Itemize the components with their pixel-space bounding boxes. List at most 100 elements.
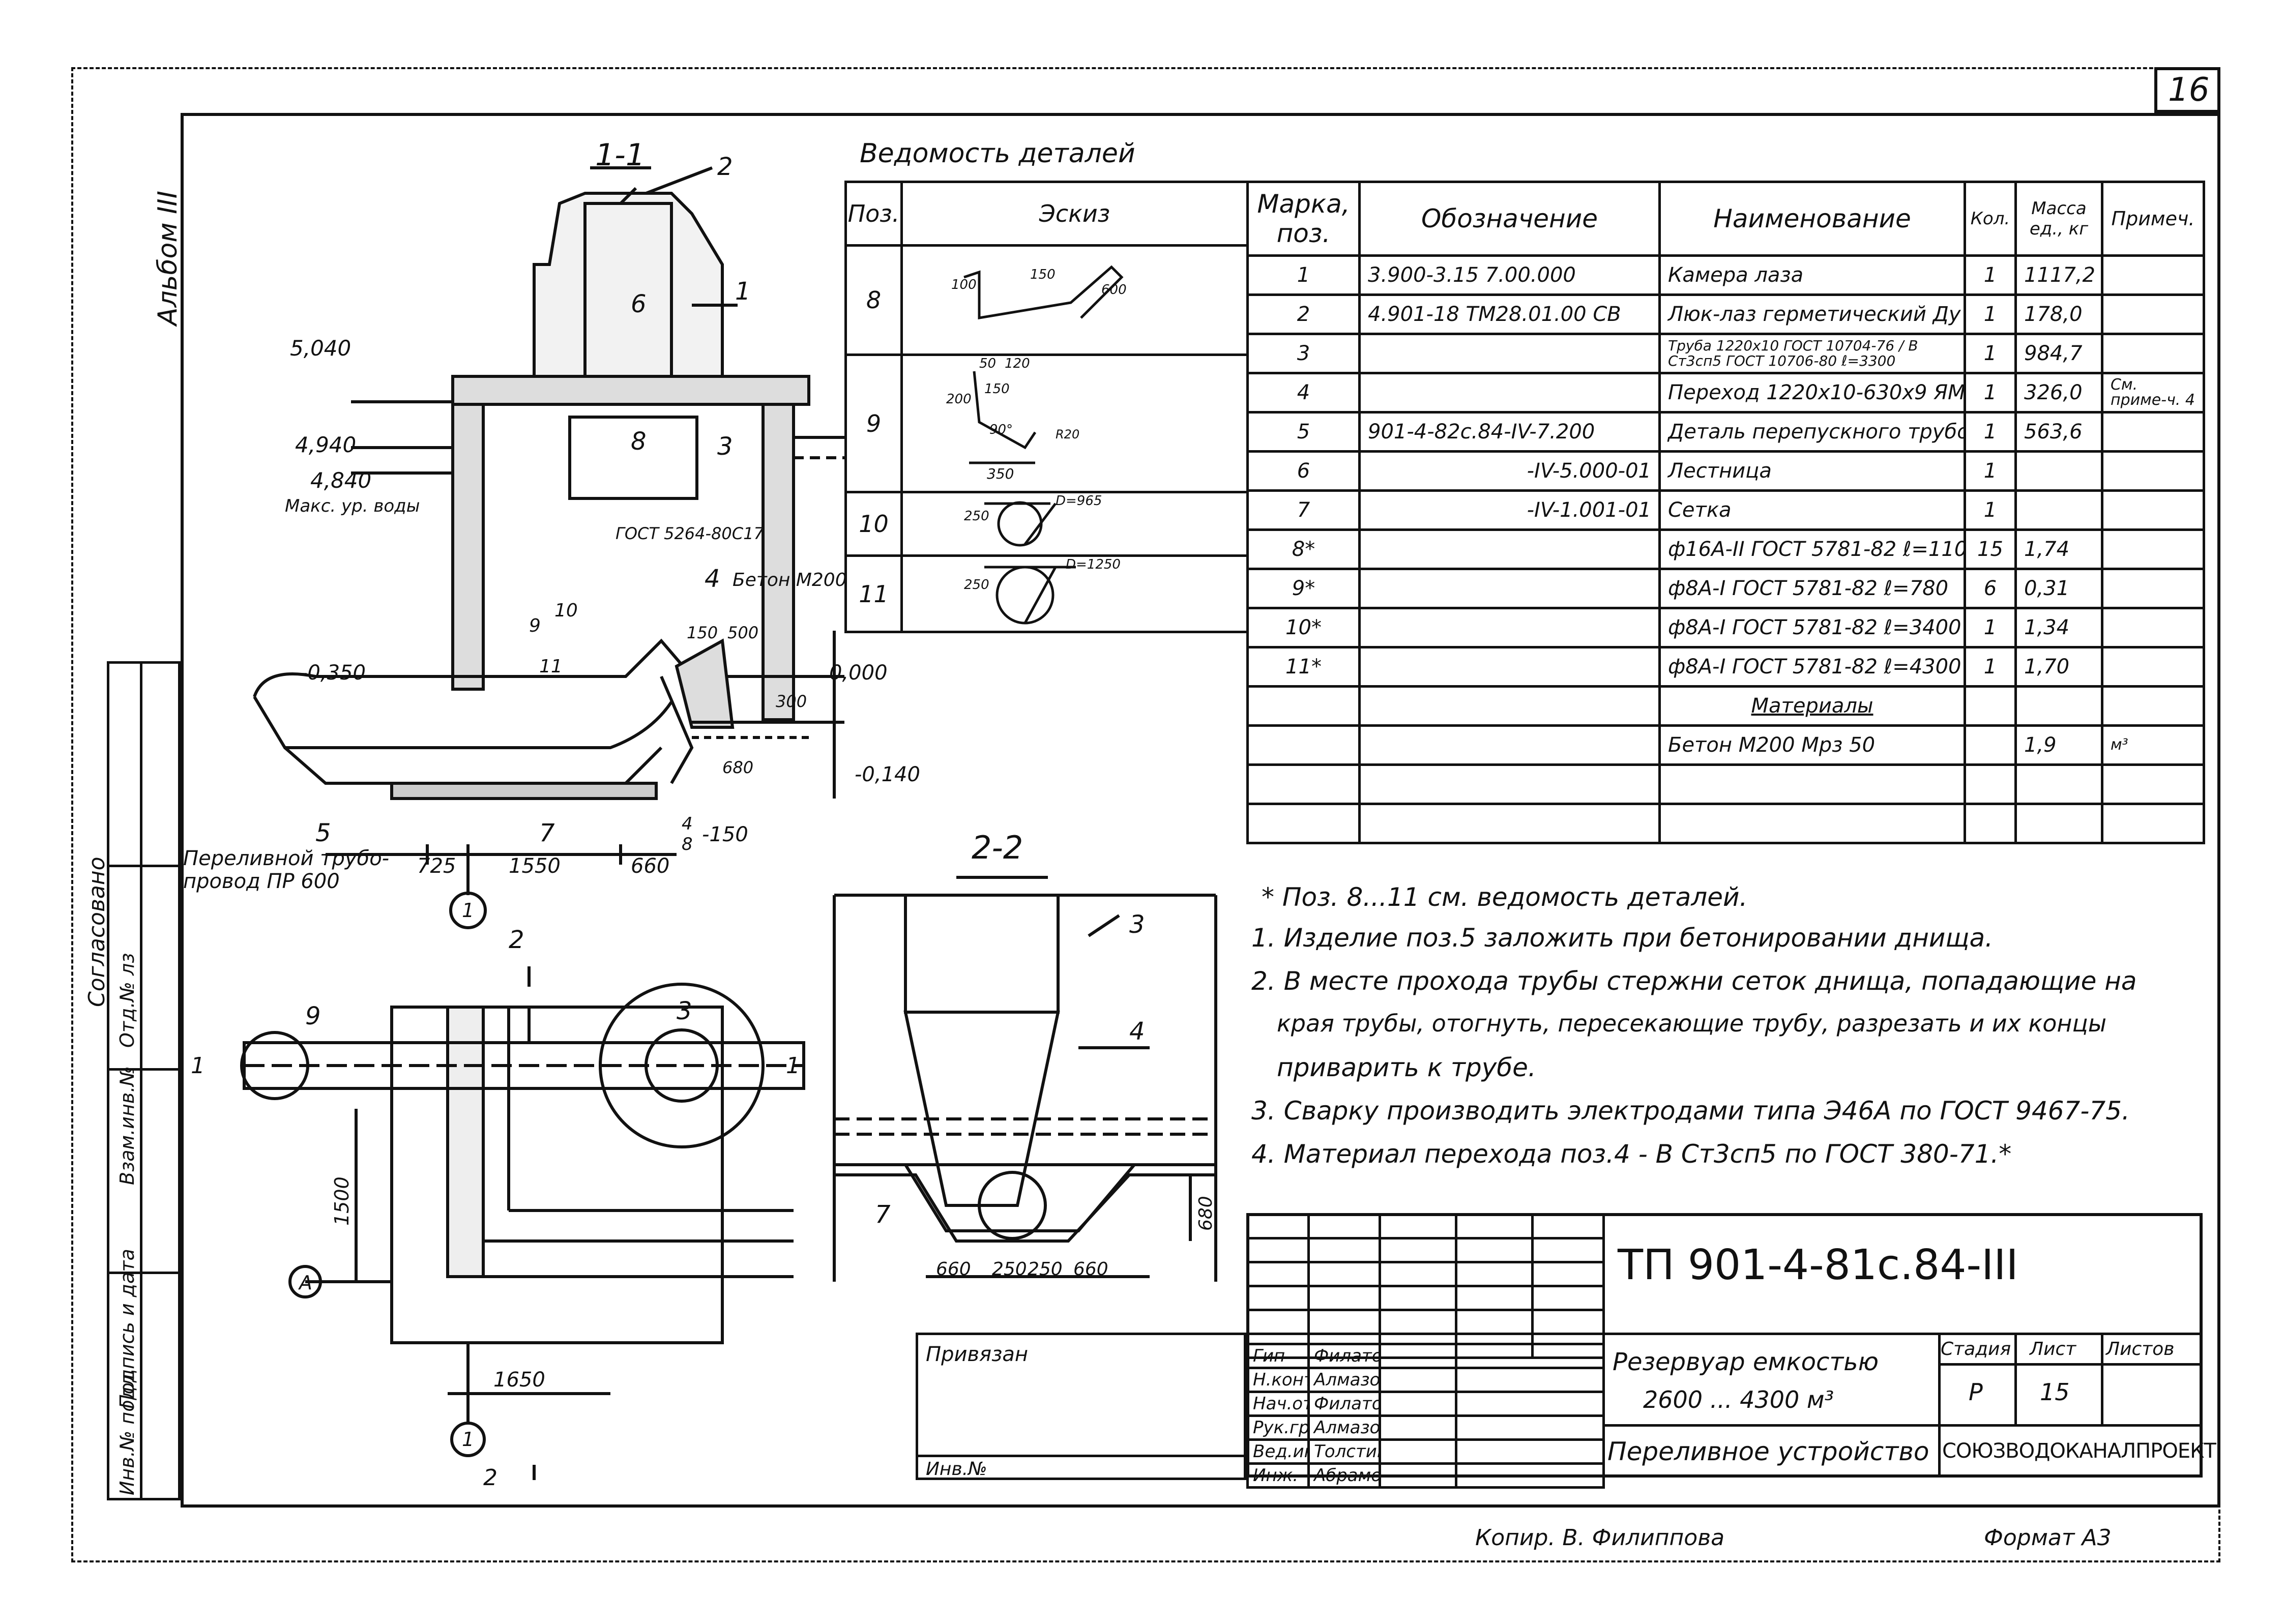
callout-8: 8 [631,427,647,456]
section-1-1-drawing [253,166,844,929]
detail-9-dim: 350 [987,465,1014,482]
side-stamp-hline [107,1272,181,1274]
detail-8-dim: 600 [1101,282,1127,298]
dim-150: 150 [687,623,718,642]
spec-header-designation: Обозначение [1358,181,1661,257]
spec-cell-mark: 7 [1246,489,1361,531]
detail-8-shape [963,265,1124,319]
role-title: Нач.отд. [1246,1391,1310,1417]
note-1: 1. Изделие поз.5 заложить при бетонирова… [1251,923,1994,953]
s22-callout-4: 4 [1129,1017,1145,1046]
spec-cell-qty [1964,763,2017,805]
title-vline [1938,1333,1941,1478]
spec-cell-mass: 178,0 [2014,293,2103,335]
role-row: Вед.инж.Толстикова [1246,1438,1605,1465]
details-pos: 9 [844,353,903,493]
spec-cell-name: ф8А-I ГОСТ 5781-82 ℓ=780 [1658,568,1966,609]
spec-cell-note [2101,685,2205,727]
stage-value: Р [1969,1378,1983,1406]
callout-4: 4 [705,565,720,593]
spec-cell-mass [2014,685,2103,727]
spec-header-mass: Масса ед., кг [2014,181,2103,257]
spec-cell-note [2101,333,2205,374]
dim-1650: 1650 [493,1368,545,1392]
title-hline [1938,1363,2203,1366]
object-line2: 2600 ... 4300 м³ [1643,1386,1834,1413]
spec-cell-designation [1358,528,1661,570]
spec-cell-mark: 6 [1246,450,1361,492]
spec-cell-name: Деталь перепускного трубопровода [1658,411,1966,453]
spec-row [1246,763,2205,805]
spec-cell-mark: 5 [1246,411,1361,453]
level-minus-0350: -0,350 [300,661,366,685]
role-name: Толстикова [1307,1438,1381,1465]
spec-cell-note [2101,411,2205,453]
dim-1550: 1550 [509,854,561,878]
spec-cell-qty: 15 [1964,528,2017,570]
spec-cell-name: ф16А-II ГОСТ 5781-82 ℓ=1100 [1658,528,1966,570]
role-name: Филатов [1307,1391,1381,1417]
s22-callout-7: 7 [875,1200,891,1229]
spec-cell-note [2101,568,2205,609]
role-title: Инж. [1246,1462,1310,1489]
role-name: Алмазов [1307,1367,1381,1393]
spec-cell-mark [1246,803,1361,844]
spec-cell-name: ф8А-I ГОСТ 5781-82 ℓ=3400 [1658,607,1966,648]
detail-sketch-9: 50 120 200 150 90° 350 R20 [900,353,1249,493]
title-vline [2101,1333,2103,1424]
spec-cell-note [2101,489,2205,531]
spec-cell-name: Сетка [1658,489,1966,531]
inv-label: Инв.№ [926,1459,987,1480]
role-row: Рук.гр.Алмазов [1246,1414,1605,1441]
role-date [1455,1343,1605,1369]
detail-10-shape [984,501,1057,547]
spec-cell-note [2101,528,2205,570]
level-4940: 4,940 [295,432,357,457]
plan-axis-1-label: 1 [462,1428,475,1451]
s22-dim-250-b: 250 [1028,1259,1063,1280]
section-1-1-title: 1-1 [595,137,645,173]
role-row: Н.контр.Алмазов [1246,1367,1605,1393]
spec-cell-note [2101,450,2205,492]
level-5040: 5,040 [290,336,352,361]
spec-cell-mark: 4 [1246,372,1361,414]
callout-7: 7 [539,819,555,847]
spec-cell-mass [2014,763,2103,805]
detail-10-dim: 250 [964,509,989,524]
level-4840: 4,840 [310,468,372,493]
plan-drawing [240,966,805,1480]
spec-cell-name: Труба 1220х10 ГОСТ 10704-76 / В Ст3сп5 Г… [1658,333,1966,374]
sheet-number-box [2154,67,2220,113]
spec-header-name: Наименование [1658,181,1966,257]
role-name: Абрамова [1307,1462,1381,1489]
role-title: Гип [1246,1343,1310,1369]
role-signature [1379,1462,1457,1489]
spec-cell-note [2101,293,2205,335]
spec-cell-qty: 1 [1964,411,2017,453]
title-hline [1602,1424,2203,1427]
spec-cell-note: См. приме-ч. 4 [2101,372,2205,414]
s22-dim-660-left: 660 [936,1259,971,1280]
detail-8-dim: 100 [951,277,977,292]
role-date [1455,1438,1605,1465]
spec-cell-qty: 1 [1964,333,2017,374]
role-row: ГипФилатов [1246,1343,1605,1369]
callout-2: 2 [717,153,733,181]
level-minus-0140: -0,140 [855,763,920,786]
spec-table: Марка, поз. Обозначение Наименование Кол… [1246,181,2205,844]
spec-cell-mass: 1,34 [2014,607,2103,648]
cut-mark-right: 1 [786,1053,800,1079]
callout-3: 3 [717,432,733,461]
title-vline [2014,1333,2017,1424]
spec-cell-mark: 2 [1246,293,1361,335]
spec-cell-name: ф8А-I ГОСТ 5781-82 ℓ=4300 [1658,646,1966,688]
detail-10-dim: D=965 [1056,493,1102,509]
spec-row [1246,803,2205,844]
details-header-sketch: Эскиз [900,181,1249,247]
